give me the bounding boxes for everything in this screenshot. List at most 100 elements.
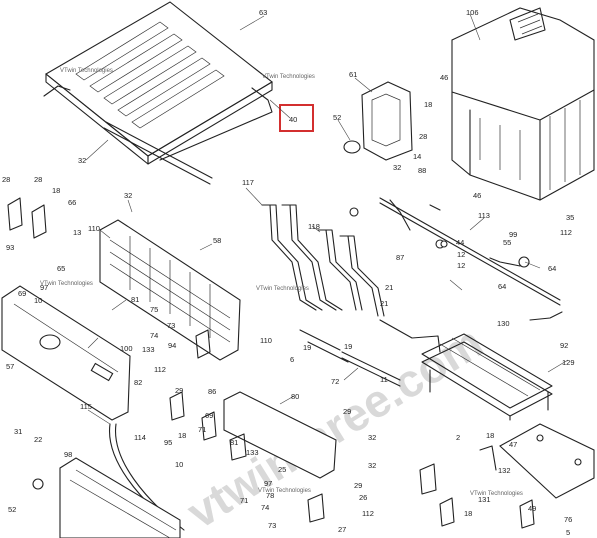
label-31: 31 xyxy=(14,427,22,436)
label-129: 129 xyxy=(562,358,575,367)
label-131: 131 xyxy=(478,495,491,504)
label-28c: 28 xyxy=(34,175,42,184)
label-132: 132 xyxy=(498,466,511,475)
label-29: 29 xyxy=(175,386,183,395)
label-110b: 110 xyxy=(260,336,272,345)
label-71b: 71 xyxy=(240,496,248,505)
label-94: 94 xyxy=(168,341,176,350)
callout-labels: 63 32 40 106 61 52 46 18 28 14 32 88 46 … xyxy=(2,8,575,537)
label-32e: 32 xyxy=(368,461,376,470)
part-57-tailgate-panel xyxy=(1,285,131,421)
label-22: 22 xyxy=(34,435,42,444)
label-32b: 32 xyxy=(393,163,401,172)
label-47: 47 xyxy=(509,440,517,449)
label-10: 10 xyxy=(34,296,42,305)
label-57: 57 xyxy=(6,362,14,371)
label-2: 2 xyxy=(456,433,460,442)
watermark-small-5: VTwin Technologies xyxy=(470,491,523,497)
label-52b: 52 xyxy=(8,505,16,514)
label-35: 35 xyxy=(566,213,574,222)
part-63-cargo-cover xyxy=(45,1,273,165)
part-129-rack xyxy=(421,333,553,421)
label-73b: 73 xyxy=(268,521,276,530)
label-86: 86 xyxy=(208,387,216,396)
label-114: 114 xyxy=(134,433,146,442)
label-133: 133 xyxy=(142,345,155,354)
misc-hardware xyxy=(7,197,563,529)
label-112: 112 xyxy=(560,228,572,237)
part-rail-lower xyxy=(105,121,213,179)
label-6: 6 xyxy=(290,355,294,364)
label-5: 5 xyxy=(566,528,570,537)
label-18: 18 xyxy=(424,100,432,109)
label-10b: 10 xyxy=(175,460,183,469)
watermark-small-6: VTwin Technologies xyxy=(258,488,311,494)
label-74b: 74 xyxy=(261,503,269,512)
label-133b: 133 xyxy=(246,448,259,457)
leader-lines xyxy=(85,13,569,425)
label-87: 87 xyxy=(396,253,404,262)
label-12b: 12 xyxy=(457,261,465,270)
label-69: 69 xyxy=(18,289,26,298)
part-61-storage-bin xyxy=(343,81,413,161)
label-72: 72 xyxy=(331,377,339,386)
label-112b: 112 xyxy=(154,365,166,374)
label-32c: 32 xyxy=(124,191,132,200)
label-65: 65 xyxy=(57,264,65,273)
label-61: 61 xyxy=(349,70,357,79)
label-40: 40 xyxy=(289,115,297,124)
label-32: 32 xyxy=(78,156,86,165)
label-13: 13 xyxy=(73,228,81,237)
label-81: 81 xyxy=(131,295,139,304)
label-19: 19 xyxy=(303,343,311,352)
label-118: 118 xyxy=(308,222,320,231)
label-112c: 112 xyxy=(362,509,374,518)
label-130: 130 xyxy=(497,319,510,328)
label-28: 28 xyxy=(419,132,427,141)
watermark-small-1: VTwin Technologies xyxy=(262,74,315,80)
highlight-box xyxy=(279,104,314,132)
label-19b: 19 xyxy=(344,342,352,351)
label-92: 92 xyxy=(560,341,568,350)
label-29c: 29 xyxy=(354,481,362,490)
label-52: 52 xyxy=(333,113,341,122)
label-71: 71 xyxy=(198,425,206,434)
label-18e: 18 xyxy=(464,509,472,518)
label-98: 98 xyxy=(64,450,72,459)
label-115: 115 xyxy=(80,402,92,411)
label-76: 76 xyxy=(564,515,572,524)
label-18d: 18 xyxy=(486,431,494,440)
label-117: 117 xyxy=(242,178,254,187)
label-82: 82 xyxy=(134,378,142,387)
label-97: 97 xyxy=(40,283,48,292)
label-64: 64 xyxy=(548,264,556,273)
part-lower-panel xyxy=(59,457,181,538)
part-117-spring-left xyxy=(261,204,343,311)
label-73: 73 xyxy=(167,321,175,330)
label-11: 11 xyxy=(380,375,388,384)
part-58-tailgate-frame xyxy=(99,219,241,361)
label-74: 74 xyxy=(150,331,158,340)
part-lower-plate xyxy=(499,423,595,499)
label-106: 106 xyxy=(466,8,479,17)
label-78: 78 xyxy=(266,491,274,500)
part-80-rear-panel xyxy=(223,391,337,479)
watermark-small-2: VTwin Technologies xyxy=(60,68,113,74)
label-29b: 29 xyxy=(343,407,351,416)
part-52-cap xyxy=(343,140,361,154)
watermark-small-4: VTwin Technologies xyxy=(40,281,93,287)
label-12: 12 xyxy=(457,250,465,259)
label-66: 66 xyxy=(68,198,76,207)
label-64b: 64 xyxy=(498,282,506,291)
part-113-tube xyxy=(379,197,561,306)
label-63: 63 xyxy=(259,8,267,17)
label-93: 93 xyxy=(6,243,14,252)
label-113: 113 xyxy=(478,211,490,220)
label-14: 14 xyxy=(413,152,421,161)
label-21b: 21 xyxy=(380,299,388,308)
label-95: 95 xyxy=(164,438,172,447)
watermark-small-3: VTwin Technologies xyxy=(256,286,309,292)
label-32d: 32 xyxy=(368,433,376,442)
label-69b: 69 xyxy=(205,411,213,420)
